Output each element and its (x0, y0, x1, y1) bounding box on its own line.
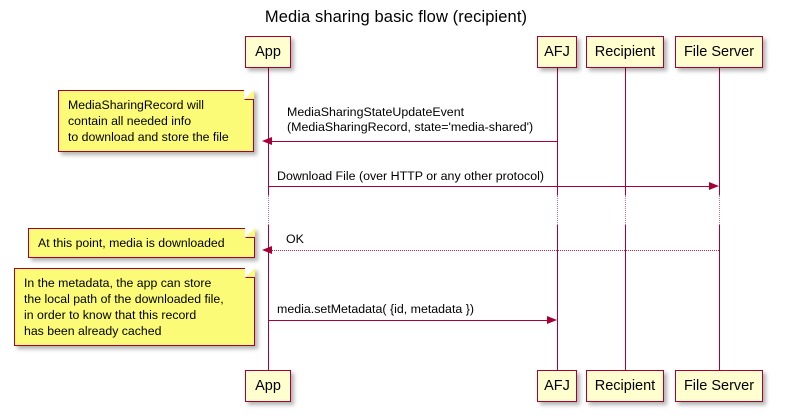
lifeline-file-server-upper (719, 68, 720, 195)
lifeline-recipient-lower (625, 225, 626, 370)
note-fold-corner (244, 89, 255, 100)
participant-label: Recipient (594, 378, 656, 394)
message-label-set-metadata: media.setMetadata( {id, metadata }) (277, 302, 474, 317)
note-line: In the metadata, the app can store (24, 276, 212, 290)
message-line-set-metadata (268, 320, 549, 321)
lifeline-file-server-lower (719, 225, 720, 370)
participant-label: App (255, 378, 281, 394)
message-line: OK (286, 232, 304, 246)
message-line-state-update-event (270, 141, 557, 142)
note-line: At this point, media is downloaded (38, 236, 225, 250)
participant-label: File Server (683, 378, 755, 394)
message-arrowhead-set-metadata (547, 316, 557, 324)
note-line: has been already cached (24, 324, 162, 338)
note-line: contain all needed info (68, 114, 192, 128)
participant-recipient-bottom[interactable]: Recipient (586, 370, 664, 402)
lifeline-afj-upper (557, 68, 558, 195)
note-line: the local path of the downloaded file, (24, 292, 224, 306)
note-metadata-cache: In the metadata, the app can store the l… (14, 267, 256, 346)
participant-label: File Server (683, 44, 755, 60)
message-line: Download File (over HTTP or any other pr… (277, 169, 544, 183)
message-line: media.setMetadata( {id, metadata }) (277, 302, 474, 316)
note-media-downloaded: At this point, media is downloaded (28, 227, 256, 258)
message-arrowhead-state-update-event (262, 137, 272, 145)
message-arrowhead-download-file (709, 182, 719, 190)
message-line-ok (270, 250, 719, 251)
participant-afj-top[interactable]: AFJ (537, 36, 577, 68)
message-label-ok: OK (286, 232, 304, 247)
lifeline-app-lower (268, 225, 269, 370)
participant-file-server-top[interactable]: File Server (675, 36, 763, 68)
message-line: MediaSharingStateUpdateEvent (287, 105, 465, 119)
note-fold-corner (245, 227, 256, 238)
note-media-sharing-record: MediaSharingRecord will contain all need… (58, 89, 255, 152)
participant-app-bottom[interactable]: App (245, 370, 291, 402)
diagram-title: Media sharing basic flow (recipient) (264, 8, 528, 26)
participant-afj-bottom[interactable]: AFJ (537, 370, 577, 402)
participant-label: AFJ (544, 44, 570, 60)
lifeline-app-gap (268, 195, 269, 225)
participant-recipient-top[interactable]: Recipient (586, 36, 664, 68)
lifeline-app-upper (268, 68, 269, 195)
participant-file-server-bottom[interactable]: File Server (675, 370, 763, 402)
lifeline-recipient-upper (625, 68, 626, 195)
lifeline-afj-lower (557, 225, 558, 370)
note-line: MediaSharingRecord will (68, 98, 205, 112)
lifeline-recipient-gap (625, 195, 626, 225)
message-line-download-file (268, 186, 711, 187)
participant-label: AFJ (544, 378, 570, 394)
participant-label: App (255, 44, 281, 60)
note-fold-corner (245, 267, 256, 278)
message-label-download-file: Download File (over HTTP or any other pr… (277, 169, 544, 184)
message-label-state-update-event: MediaSharingStateUpdateEvent (MediaShari… (287, 105, 533, 135)
message-line: (MediaSharingRecord, state='media-shared… (287, 120, 534, 134)
note-line: in order to know that this record (24, 308, 197, 322)
lifeline-afj-gap (557, 195, 558, 225)
participant-app-top[interactable]: App (245, 36, 291, 68)
message-arrowhead-ok (262, 246, 272, 254)
participant-label: Recipient (594, 44, 656, 60)
lifeline-file-server-gap (719, 195, 720, 225)
note-line: to download and store the file (68, 130, 229, 144)
